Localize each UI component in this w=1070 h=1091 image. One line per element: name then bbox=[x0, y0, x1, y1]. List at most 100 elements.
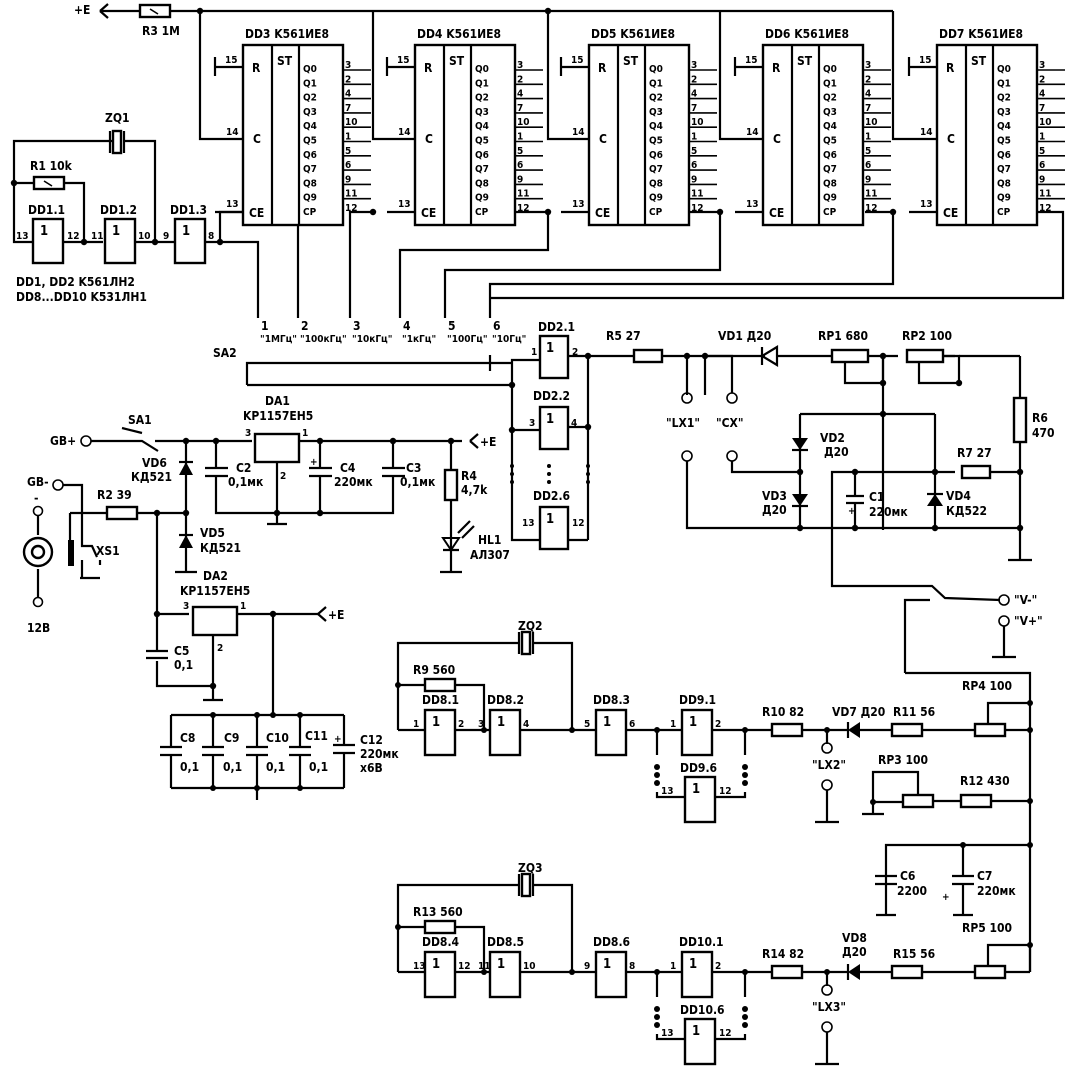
terminal-icon[interactable] bbox=[821, 984, 833, 996]
sa2-position-freq[interactable]: "1кГц" bbox=[402, 334, 436, 345]
capacitor-c4 bbox=[309, 466, 332, 478]
r7-label: R7 27 bbox=[957, 446, 992, 460]
counter-divider bbox=[442, 45, 473, 225]
output-label: CP bbox=[823, 207, 837, 218]
plus-e-label: +E bbox=[480, 435, 496, 449]
vd4-value: КД522 bbox=[946, 504, 987, 518]
sa2-position-freq[interactable]: "100кГц" bbox=[300, 334, 347, 345]
gate-label: DD2.1 bbox=[538, 320, 575, 334]
gate-symbol: 1 bbox=[689, 715, 697, 730]
terminal-icon[interactable] bbox=[998, 594, 1010, 606]
pin-c: C bbox=[599, 132, 607, 146]
pin-label: 5 bbox=[865, 146, 871, 157]
gate-label: DD8.5 bbox=[487, 935, 524, 949]
sa2-position-number: 5 bbox=[448, 319, 456, 333]
wire bbox=[655, 1034, 747, 1041]
sa2-position-freq[interactable]: "100Гц" bbox=[447, 334, 488, 345]
pin-label: 12 bbox=[719, 1028, 732, 1039]
terminal-icon[interactable] bbox=[80, 435, 92, 447]
resistor-r5 bbox=[632, 348, 664, 364]
sa2-position-number: 4 bbox=[403, 319, 411, 333]
output-label: Q0 bbox=[823, 64, 837, 75]
terminal-icon[interactable] bbox=[52, 479, 64, 491]
c2-value: 0,1мк bbox=[228, 475, 264, 489]
wire bbox=[546, 11, 589, 141]
resistor-r12 bbox=[959, 793, 993, 809]
da2-label: DA2 bbox=[203, 569, 228, 583]
output-label: Q9 bbox=[475, 193, 489, 204]
switch-sa1[interactable] bbox=[91, 439, 159, 452]
terminal-icon[interactable] bbox=[821, 742, 833, 754]
sa2-position-freq[interactable]: "10кГц" bbox=[352, 334, 392, 345]
pin-label: 6 bbox=[691, 160, 697, 171]
pin-label: 2 bbox=[345, 74, 351, 85]
wire bbox=[440, 441, 462, 574]
range-selector-sa2: 1"1МГц"2"100кГц"3"10кГц"4"1кГц"5"100Гц"6… bbox=[213, 208, 1065, 385]
output-label: Q3 bbox=[475, 107, 489, 118]
polarity-plus: + bbox=[848, 506, 856, 517]
sa2-position-freq[interactable]: "10Гц" bbox=[492, 334, 526, 345]
gate-label: DD8.2 bbox=[487, 693, 524, 707]
wire bbox=[815, 730, 839, 824]
power-supply: SA1 GB+ +E DA1 KP1157EH5 3 1 2 VD6 КД521… bbox=[22, 394, 510, 800]
pin-label: 13 bbox=[522, 518, 535, 529]
junction bbox=[870, 799, 876, 805]
c4-label: C4 bbox=[340, 461, 356, 475]
terminal-icon[interactable] bbox=[821, 1021, 833, 1033]
junction bbox=[216, 238, 224, 246]
c12-voltage: х6В bbox=[360, 761, 383, 775]
output-label: Q1 bbox=[475, 78, 489, 89]
capacitor-c2 bbox=[205, 466, 228, 478]
pin-label: 3 bbox=[865, 60, 871, 71]
junction bbox=[569, 969, 575, 975]
junction bbox=[654, 772, 660, 778]
reset-tie bbox=[559, 57, 589, 76]
gate-label: DD1.1 bbox=[28, 203, 65, 217]
counter-divider bbox=[790, 45, 821, 225]
gate-symbol: 1 bbox=[603, 957, 611, 972]
pin-label: 7 bbox=[691, 103, 697, 114]
pin-label: 13 bbox=[16, 231, 29, 242]
terminal-icon[interactable] bbox=[998, 615, 1010, 627]
pin-label: 1 bbox=[345, 132, 351, 143]
terminal-icon[interactable] bbox=[726, 392, 738, 404]
reset-tie bbox=[385, 57, 415, 76]
junction bbox=[584, 423, 592, 431]
polarity-plus: + bbox=[942, 892, 950, 903]
vd2-label: VD2 bbox=[820, 431, 845, 445]
potentiometer bbox=[973, 722, 1007, 738]
rp1-label: RP1 680 bbox=[818, 329, 868, 343]
wire bbox=[876, 843, 1030, 917]
pin-label: 2 bbox=[217, 643, 223, 654]
junction bbox=[716, 208, 724, 216]
junction bbox=[879, 379, 887, 387]
pin-label: 15 bbox=[225, 55, 238, 66]
junction bbox=[654, 1006, 660, 1012]
junction bbox=[742, 1014, 748, 1020]
cx-label: "CX" bbox=[716, 416, 744, 430]
series-resistor-label: R14 82 bbox=[762, 947, 804, 961]
terminal-icon[interactable] bbox=[681, 392, 693, 404]
resistor bbox=[770, 964, 804, 980]
junction bbox=[254, 785, 260, 791]
junction bbox=[210, 712, 216, 718]
capacitor-c11 bbox=[289, 745, 311, 757]
wiper bbox=[986, 943, 1030, 966]
pin-label: 7 bbox=[517, 103, 523, 114]
pin-label: 13 bbox=[661, 786, 674, 797]
terminal-icon[interactable] bbox=[726, 450, 738, 462]
terminal-icon[interactable] bbox=[821, 779, 833, 791]
hl1-label: HL1 bbox=[478, 533, 501, 547]
sa2-position-freq[interactable]: "1МГц" bbox=[260, 334, 297, 345]
pin-label: 14 bbox=[398, 127, 411, 138]
junction bbox=[209, 682, 217, 690]
potentiometer-rp1 bbox=[830, 348, 870, 364]
pin-label: 6 bbox=[517, 160, 523, 171]
terminal-icon[interactable] bbox=[681, 450, 693, 462]
crystal-plates bbox=[517, 874, 535, 896]
c6-value: 2200 bbox=[897, 884, 927, 898]
pin-label: 4 bbox=[1039, 89, 1045, 100]
